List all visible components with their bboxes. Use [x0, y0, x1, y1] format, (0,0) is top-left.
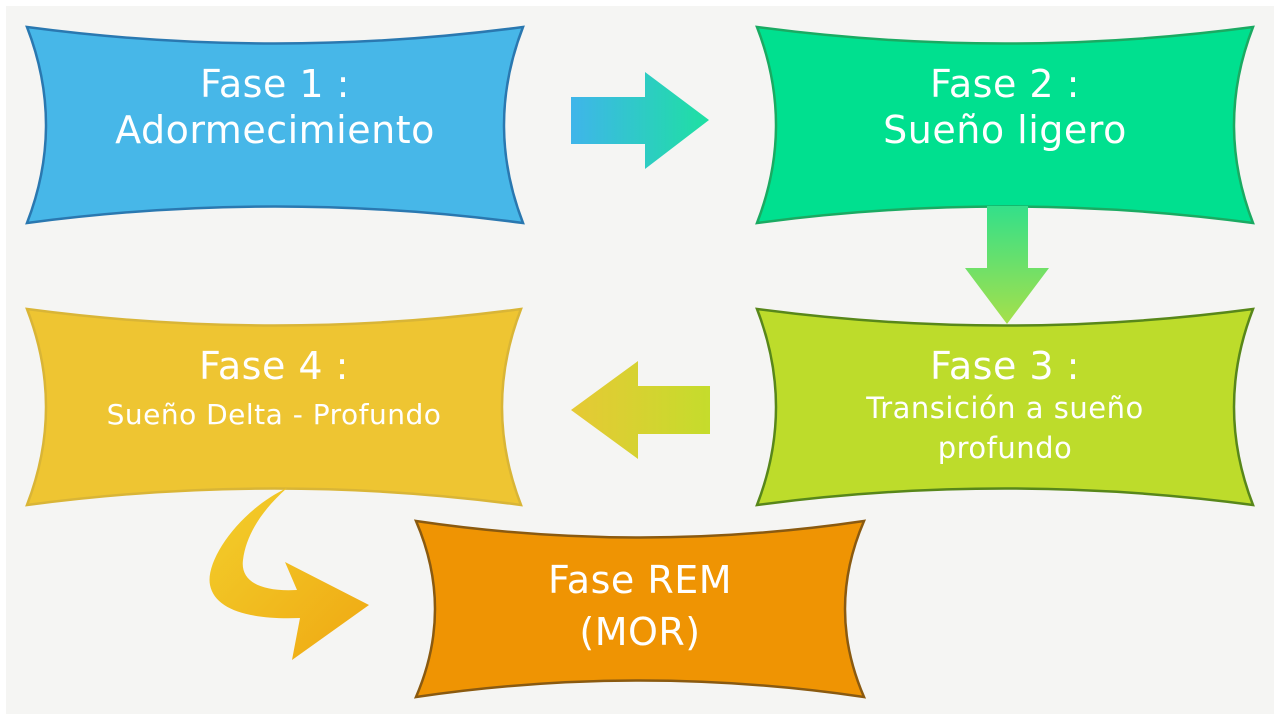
phase-2-title: Fase 2 : [930, 62, 1080, 106]
arrow-right-icon [571, 72, 709, 169]
phase-1-shape [25, 25, 525, 225]
phase-rem-label: Fase REM (MOR) [416, 558, 864, 655]
curved-arrow-icon [209, 488, 369, 660]
phase-2-shape [755, 25, 1255, 225]
phase-rem-shape [413, 519, 867, 699]
phase-4-title: Fase 4 : [199, 344, 349, 388]
phase-rem-title: Fase REM [547, 558, 733, 602]
phase-3-shape [755, 307, 1255, 507]
phase-4-shape [25, 307, 523, 507]
phase-3-subtitle-line2: profundo [937, 430, 1073, 465]
arrow-left-icon [571, 361, 710, 459]
phase-3-label: Fase 3 : Transición a sueño profundo [757, 344, 1253, 468]
phase-1-subtitle: Adormecimiento [115, 107, 435, 152]
phase-3-title: Fase 3 : [930, 344, 1080, 388]
phase-4-label: Fase 4 : Sueño Delta - Profundo [27, 344, 521, 431]
phase-2-label: Fase 2 : Sueño ligero [757, 62, 1253, 153]
phase-rem-subtitle: (MOR) [579, 609, 701, 654]
phase-4-subtitle: Sueño Delta - Profundo [106, 397, 442, 431]
phase-1-title: Fase 1 : [200, 62, 350, 106]
phase-3-subtitle: Transición a sueño [866, 390, 1144, 425]
phase-2-subtitle: Sueño ligero [883, 107, 1127, 152]
phase-1-label: Fase 1 : Adormecimiento [27, 62, 523, 153]
arrow-down-icon [965, 206, 1049, 324]
